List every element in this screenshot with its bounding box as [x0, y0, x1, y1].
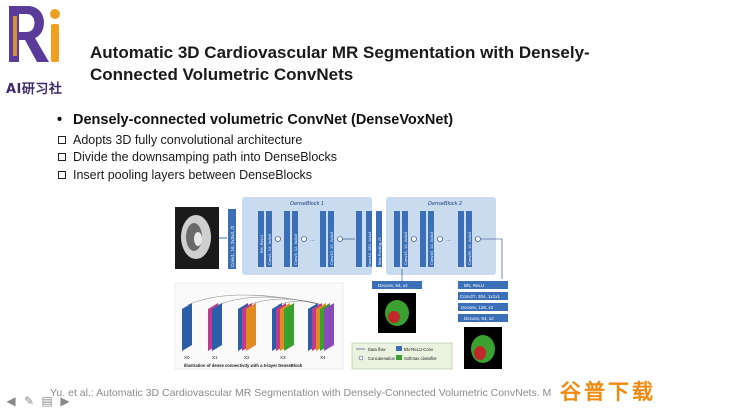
list-item-text: Insert pooling layers between DenseBlock… [73, 168, 312, 182]
svg-text:X4: X4 [320, 355, 326, 360]
conv1-label: Conv1, 16, 3x3x3, /2 [230, 225, 235, 267]
svg-text:X0: X0 [184, 355, 190, 360]
figure-caption: Illustration of dense connectivity with … [184, 363, 303, 368]
conv2-label: Conv2, 12, 3x3x3 [267, 233, 272, 265]
svg-text:…: … [446, 237, 451, 243]
svg-text:Data flow: Data flow [368, 347, 386, 352]
slide-title-line-1: Automatic 3D Cardiovascular MR Segmentat… [90, 42, 690, 64]
list-item-text: Divide the downsamping path into DenseBl… [73, 150, 337, 164]
conv3-label: Conv3, 12, 3x3x3 [293, 233, 298, 265]
list-item: Insert pooling layers between DenseBlock… [58, 166, 337, 184]
slide-title: Automatic 3D Cardiovascular MR Segmentat… [90, 42, 690, 86]
architecture-figure: Conv1, 16, 3x3x3, /2 DenseBlock 1 BN, Re… [172, 193, 512, 373]
deconv-c-label: Deconv, 64, x2 [464, 316, 494, 321]
list-item-text: Adopts 3D fully convolutional architectu… [73, 133, 302, 147]
square-bullet-icon [58, 153, 66, 161]
square-bullet-icon [58, 136, 66, 144]
citation-text: Yu. et al.: Automatic 3D Cardiovascular … [50, 387, 551, 399]
svg-text:…: … [310, 237, 315, 243]
main-bullet: •Densely-connected volumetric ConvNet (D… [57, 112, 453, 128]
slide-title-line-2: Connected Volumetric ConvNets [90, 64, 690, 86]
conv13-label: Conv13, 12, 3x3x3 [329, 231, 334, 265]
arrow-right-icon[interactable]: ▶ [58, 394, 72, 408]
max-pooling-label: Max Pooling, /2 [377, 237, 382, 265]
bn-relu-label: BN, ReLU [259, 235, 264, 253]
conv16-label: Conv16, 12, 3x3x3 [429, 231, 434, 265]
deconv-a-label: Deconv, 64, x2 [378, 283, 408, 288]
main-bullet-text: Densely-connected volumetric ConvNet (De… [73, 112, 453, 128]
watermark-text: 谷普下载 [560, 376, 656, 406]
svg-text:X1: X1 [212, 355, 218, 360]
presentation-nav: ◀ ✎ ▤ ▶ [4, 394, 72, 408]
dense-block-1-label: DenseBlock 1 [290, 201, 324, 207]
list-item: Divide the downsamping path into DenseBl… [58, 149, 337, 167]
conv15-label: Conv15, 12, 3x3x3 [403, 231, 408, 265]
svg-text:X3: X3 [280, 355, 286, 360]
list-item: Adopts 3D fully convolutional architectu… [58, 131, 337, 149]
sub-bullet-list: Adopts 3D fully convolutional architectu… [58, 131, 337, 184]
conv26-label: Conv26, 12, 3x3x3 [467, 231, 472, 265]
conv14-label: Conv14, 160, 1x1x1 [367, 231, 372, 267]
svg-text:X2: X2 [244, 355, 250, 360]
svg-text:Concatenation: Concatenation [368, 356, 396, 361]
bn-relu-right-label: BN, ReLU [464, 283, 484, 288]
deconv-b-label: Deconv, 128, x2 [461, 305, 494, 310]
svg-text:Softmax classifier: Softmax classifier [404, 356, 437, 361]
conv27-label: Conv27, 304, 1x1x1 [460, 294, 501, 299]
arrow-left-icon[interactable]: ◀ [4, 394, 18, 408]
slides-icon[interactable]: ▤ [40, 394, 54, 408]
svg-text:BN-ReLU-Conv: BN-ReLU-Conv [404, 347, 434, 352]
watermark: 谷普下载 [560, 376, 656, 406]
square-bullet-icon [58, 171, 66, 179]
logo-caption: AI研习社 [6, 78, 62, 97]
pen-icon[interactable]: ✎ [22, 394, 36, 408]
bullet-dot: • [57, 112, 73, 128]
dense-block-2-label: DenseBlock 2 [428, 201, 462, 207]
